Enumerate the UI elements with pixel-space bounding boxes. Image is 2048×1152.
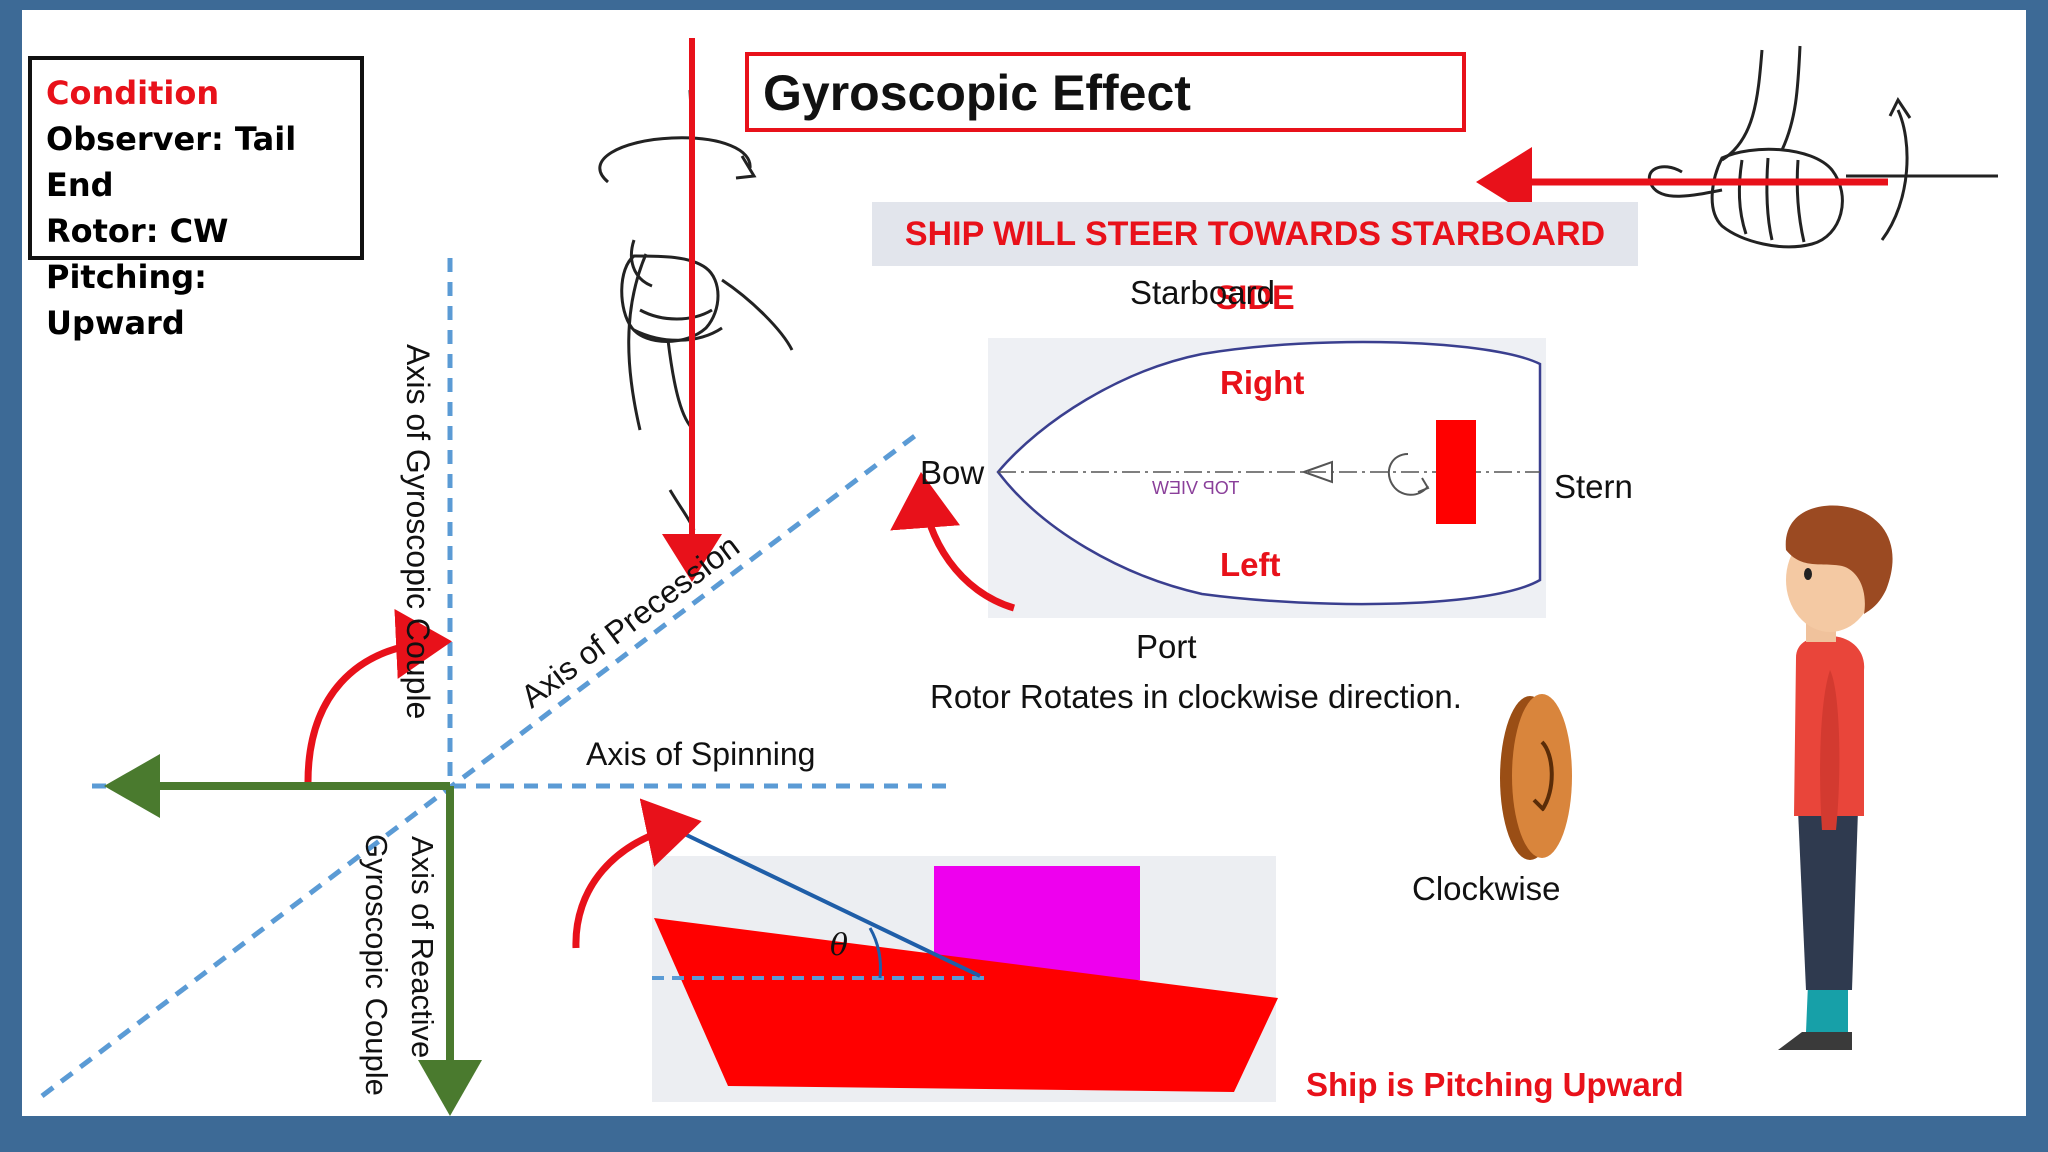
hull-top-view-text: TOP VIEW — [1152, 478, 1240, 498]
condition-pitching: Pitching: Upward — [46, 258, 207, 342]
steer-curved-arrow — [890, 472, 1016, 612]
pitch-tilted-line — [671, 826, 981, 978]
page-title: Gyroscopic Effect — [763, 65, 1191, 121]
reactive-axis-label-line2: Gyroscopic Couple — [359, 834, 394, 1096]
observer-character — [1778, 505, 1893, 1050]
steer-banner: SHIP WILL STEER TOWARDS STARBOARD SIDE — [872, 202, 1638, 317]
rotor-note: Rotor Rotates in clockwise direction. — [930, 678, 1462, 715]
left-label: Left — [1220, 546, 1281, 583]
pitching-caption: Ship is Pitching Upward — [1306, 1066, 1684, 1103]
pitching-curved-arrow — [572, 798, 702, 949]
starboard-label: Starboard — [1130, 274, 1275, 311]
dashed-axes — [40, 258, 952, 1098]
condition-rotor: Rotor: CW — [46, 212, 229, 250]
theta-arc — [868, 927, 882, 979]
green-arrows — [104, 754, 482, 1116]
condition-box: Condition Observer: Tail End Rotor: CW P… — [28, 56, 364, 342]
rotor-rotation-symbol — [1387, 453, 1429, 496]
clockwise-label: Clockwise — [1412, 870, 1561, 907]
bow-label: Bow — [920, 454, 985, 491]
left-hand-sketch — [598, 89, 794, 531]
gyro-couple-axis-label: Axis of Gyroscopic Couple — [400, 344, 436, 720]
spinning-axis-label: Axis of Spinning — [586, 736, 816, 772]
rotor-block-top-view — [1436, 420, 1476, 524]
right-hand-sketch — [1647, 45, 1998, 249]
precession-axis-line — [40, 430, 922, 1098]
right-label: Right — [1220, 364, 1305, 401]
theta-symbol: θ — [830, 928, 849, 963]
port-label: Port — [1136, 628, 1197, 665]
condition-heading: Condition — [46, 74, 220, 112]
stern-label: Stern — [1554, 468, 1633, 505]
gyro-couple-curved-arrow — [304, 609, 452, 783]
slide: Condition Observer: Tail End Rotor: CW P… — [22, 10, 2026, 1116]
rotor-disk — [1500, 694, 1572, 860]
diagram-canvas — [40, 38, 1998, 1116]
condition-observer: Observer: Tail End — [46, 120, 297, 204]
reactive-axis-label-line1: Axis of Reactive — [405, 836, 440, 1059]
ship-hull-side — [654, 918, 1278, 1092]
hull-direction-triangle — [1301, 460, 1333, 484]
title-box: Gyroscopic Effect — [745, 52, 1466, 132]
